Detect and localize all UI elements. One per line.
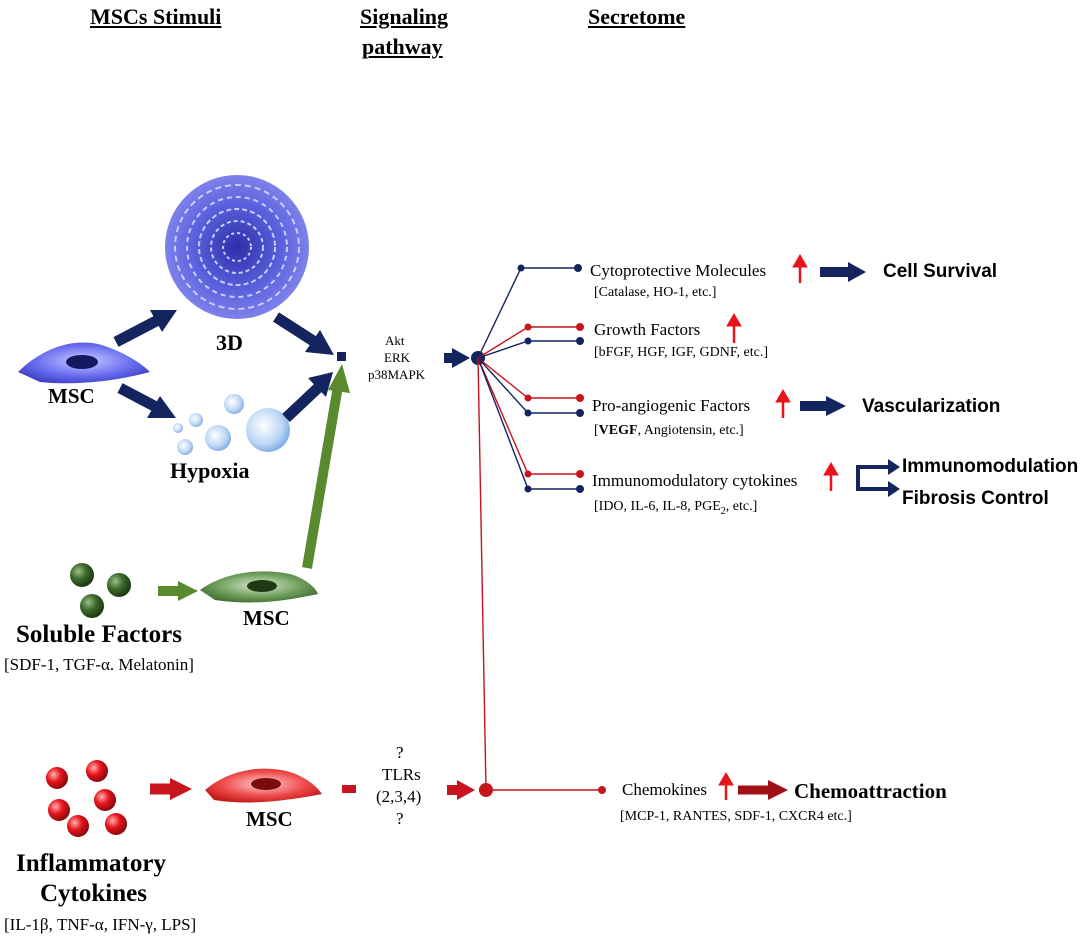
kinase-erk: ERK [384, 350, 410, 365]
header-signaling-line1: Signaling [360, 4, 449, 29]
label-soluble-factors: Soluble Factors [16, 621, 182, 648]
arrow-green-msc-to-pathway [302, 364, 350, 569]
arrow-pathway-to-hub [444, 348, 470, 368]
header-signaling-line2: pathway [362, 34, 443, 59]
arrow-hypoxia-to-pathway [282, 372, 333, 423]
bracket-arrow-immuno [856, 459, 900, 497]
red-dash [342, 785, 356, 793]
pro-angiogenic-examples: [VEGF, Angiotensin, etc.] [594, 423, 744, 438]
tlr-numbers: (2,3,4) [376, 787, 422, 806]
tlr-question-top: ? [396, 743, 404, 762]
arrow-msc-to-3d [113, 310, 177, 347]
outcome-cell-survival: Cell Survival [883, 261, 998, 282]
secretome-cytoprotective: Cytoprotective Molecules [590, 261, 767, 280]
soluble-factors-examples: [SDF-1, TGF-α. Melatonin] [4, 655, 194, 674]
tlr-label: TLRs [382, 765, 421, 784]
msc-cell-green-icon [200, 571, 318, 603]
cytoprotective-examples: [Catalase, HO-1, etc.] [594, 285, 717, 300]
outcome-chemoattraction: Chemoattraction [794, 779, 947, 803]
arrow-soluble-to-msc [158, 581, 198, 601]
outcome-vascularization: Vascularization [862, 396, 1001, 417]
arrow-msc-to-hypoxia [117, 383, 176, 418]
secretome-chemokines: Chemokines [622, 780, 707, 799]
label-inflammatory: Inflammatory [16, 850, 166, 877]
msc-cell-blue-icon [18, 342, 150, 384]
arrow-cytokines-to-msc [150, 778, 192, 800]
pathway-node [337, 352, 346, 361]
tlr-question-bottom: ? [396, 809, 404, 828]
msc-cell-red-icon [205, 768, 322, 803]
secretome-pro-angiogenic: Pro-angiogenic Factors [592, 396, 751, 415]
inflammatory-examples: [IL-1β, TNF-α, IFN-γ, LPS] [4, 915, 197, 934]
secretome-endpoints [517, 264, 606, 794]
label-3d: 3D [216, 330, 243, 355]
arrow-3d-to-pathway [273, 312, 334, 355]
label-msc-red: MSC [246, 807, 293, 831]
secretome-growth-factors: Growth Factors [594, 320, 701, 339]
header-secretome: Secretome [588, 4, 686, 29]
immunomodulatory-examples: [IDO, IL-6, IL-8, PGE2, etc.] [594, 499, 758, 517]
arrow-to-cell-survival [820, 262, 866, 282]
kinase-p38mapk: p38MAPK [368, 367, 426, 382]
outcome-fibrosis-control: Fibrosis Control [902, 488, 1049, 509]
secretome-connectors [477, 267, 602, 791]
kinase-akt: Akt [385, 333, 405, 348]
outcome-immunomodulation: Immunomodulation [902, 456, 1079, 477]
header-msc-stimuli: MSCs Stimuli [90, 4, 222, 29]
label-hypoxia: Hypoxia [170, 458, 250, 483]
up-arrow-icon [718, 254, 839, 800]
chemokines-examples: [MCP-1, RANTES, SDF-1, CXCR4 etc.] [620, 809, 852, 824]
secretome-immunomodulatory: Immunomodulatory cytokines [592, 471, 798, 490]
arrow-to-chemoattraction [738, 780, 788, 800]
spheroid-3d-icon [165, 175, 309, 319]
label-msc-green: MSC [243, 606, 290, 630]
hypoxia-bubbles-icon [173, 394, 290, 455]
label-cytokines: Cytokines [40, 880, 147, 907]
arrow-tlr-to-hub [447, 780, 475, 800]
arrow-to-vascularization [800, 396, 846, 416]
inflammatory-balls-icon [46, 760, 127, 837]
growth-factors-examples: [bFGF, HGF, IGF, GDNF, etc.] [594, 345, 769, 360]
soluble-factor-balls-icon [70, 563, 131, 618]
label-msc-blue: MSC [48, 384, 95, 408]
